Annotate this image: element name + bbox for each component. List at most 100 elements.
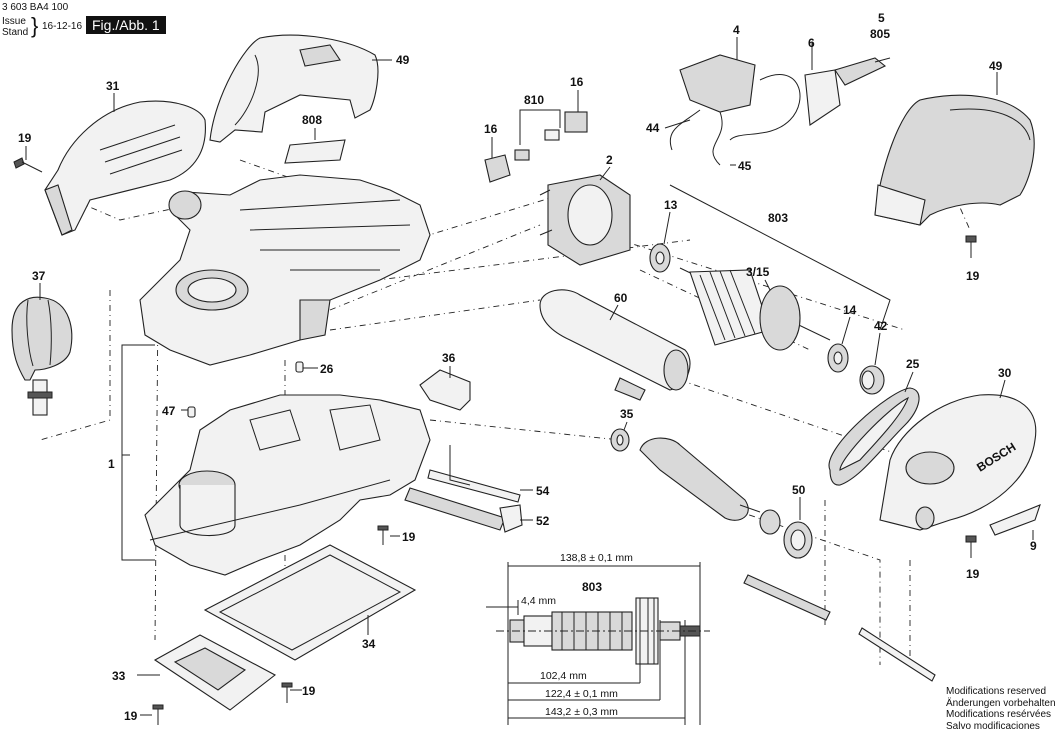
label-49-top: 49 (396, 53, 410, 67)
dim-overall-top: 138,8 ± 0,1 mm (560, 552, 633, 564)
part-30-belt-cover: BOSCH (879, 394, 1037, 531)
label-19-e: 19 (966, 269, 980, 283)
part-34-sole-plate (203, 544, 417, 661)
part-54-blade (427, 445, 521, 503)
note-de: Änderungen vorbehalten (946, 697, 1056, 709)
label-4: 4 (733, 23, 740, 37)
part-19-screw-a (13, 157, 43, 173)
part-31-cover (44, 100, 206, 236)
label-35: 35 (620, 407, 634, 421)
dimension-labels: 138,8 ± 0,1 mm 4,4 mm 102,4 mm 122,4 ± 0… (521, 552, 633, 718)
label-37: 37 (32, 269, 46, 283)
adjusting-rail (743, 574, 831, 621)
part-808-label-sticker (284, 139, 346, 164)
label-1: 1 (108, 457, 115, 471)
part-16-switch-a (484, 154, 511, 183)
part-49-handle-right (874, 94, 1035, 226)
base-housing (144, 394, 431, 576)
cutter-drum (639, 437, 761, 521)
part-42-pulley (859, 365, 885, 395)
part-13-bearing (649, 243, 671, 273)
label-50: 50 (792, 483, 806, 497)
part-19-screw-c (281, 682, 293, 703)
label-30: 30 (998, 366, 1012, 380)
label-805: 805 (870, 27, 890, 41)
part-19-screw-d (152, 704, 164, 725)
label-5: 5 (878, 11, 885, 25)
label-60: 60 (614, 291, 628, 305)
label-36: 36 (442, 351, 456, 365)
label-19-d: 19 (124, 709, 138, 723)
part-60-air-guide (539, 289, 691, 401)
label-33: 33 (112, 669, 126, 683)
part-25-drive-belt (828, 387, 920, 486)
label-19-f: 19 (966, 567, 980, 581)
label-13: 13 (664, 198, 678, 212)
part-33-parking-foot (153, 634, 277, 711)
part-9-label (989, 504, 1041, 536)
modification-notes: Modifications reserved Änderungen vorbeh… (946, 686, 1056, 732)
part-19-screw-e (965, 235, 977, 258)
part-36-bracket (419, 369, 471, 411)
dim-d1: 102,4 mm (540, 670, 587, 682)
part-810-switch-parts (514, 129, 560, 161)
leader-lines (25, 37, 1034, 716)
label-19-a: 19 (18, 131, 32, 145)
part-52-blade-holder (404, 487, 523, 533)
bracket-803 (669, 184, 891, 331)
part-47-pin (187, 406, 196, 418)
part-35-bearing (610, 428, 630, 452)
figure-label: Fig./Abb. 1 (86, 16, 166, 34)
label-19-b: 19 (402, 530, 416, 544)
label-25: 25 (906, 357, 920, 371)
stand-label: Stand (2, 27, 29, 38)
part-2-field-coil (539, 174, 631, 266)
part-50-bearing-pulley (759, 509, 813, 559)
label-44: 44 (646, 121, 660, 135)
label-31: 31 (106, 79, 120, 93)
label-16-a: 16 (484, 122, 498, 136)
motor-housing-upper (139, 174, 431, 366)
note-en: Modifications reserved (946, 686, 1047, 697)
dim-left-offset: 4,4 mm (521, 595, 556, 607)
armature-dimension-detail (486, 562, 710, 725)
label-803-b: 803 (582, 580, 602, 594)
part-37-depth-knob (11, 296, 73, 416)
guide-rod (858, 627, 936, 682)
part-315-armature (679, 267, 831, 351)
part-19-screw-b (377, 525, 389, 545)
label-54: 54 (536, 484, 550, 498)
label-42: 42 (874, 319, 888, 333)
dim-d2: 122,4 ± 0,1 mm (545, 688, 618, 700)
brace-icon: } (31, 13, 39, 38)
part-6-strain-relief (804, 69, 841, 126)
part-14-bearing (827, 343, 849, 373)
label-47: 47 (162, 404, 176, 418)
bracket-1 (121, 344, 155, 561)
note-es: Salvo modificaciones (946, 720, 1040, 732)
label-26: 26 (320, 362, 334, 376)
part-49-handle-shell (209, 34, 379, 143)
part-4-switch-assembly (669, 54, 801, 166)
label-810: 810 (524, 93, 544, 107)
label-34: 34 (362, 637, 376, 651)
label-315: 3/15 (746, 265, 770, 279)
part-26-pin (295, 361, 304, 373)
note-fr: Modifications resérvées (946, 709, 1052, 720)
doc-number: 3 603 BA4 100 (2, 2, 69, 13)
label-52: 52 (536, 514, 550, 528)
issue-label: Issue (2, 16, 26, 27)
part-number-labels: 31 49 808 19 37 1 26 47 36 54 52 19 34 3… (18, 11, 1037, 723)
part-805-power-cable (834, 57, 891, 86)
bracket-810 (519, 109, 561, 145)
label-2: 2 (606, 153, 613, 167)
label-14: 14 (843, 303, 857, 317)
part-19-screw-f (965, 535, 977, 558)
dim-d3: 143,2 ± 0,3 mm (545, 706, 618, 718)
label-808: 808 (302, 113, 322, 127)
label-45: 45 (738, 159, 752, 173)
label-16-b: 16 (570, 75, 584, 89)
label-19-c: 19 (302, 684, 316, 698)
